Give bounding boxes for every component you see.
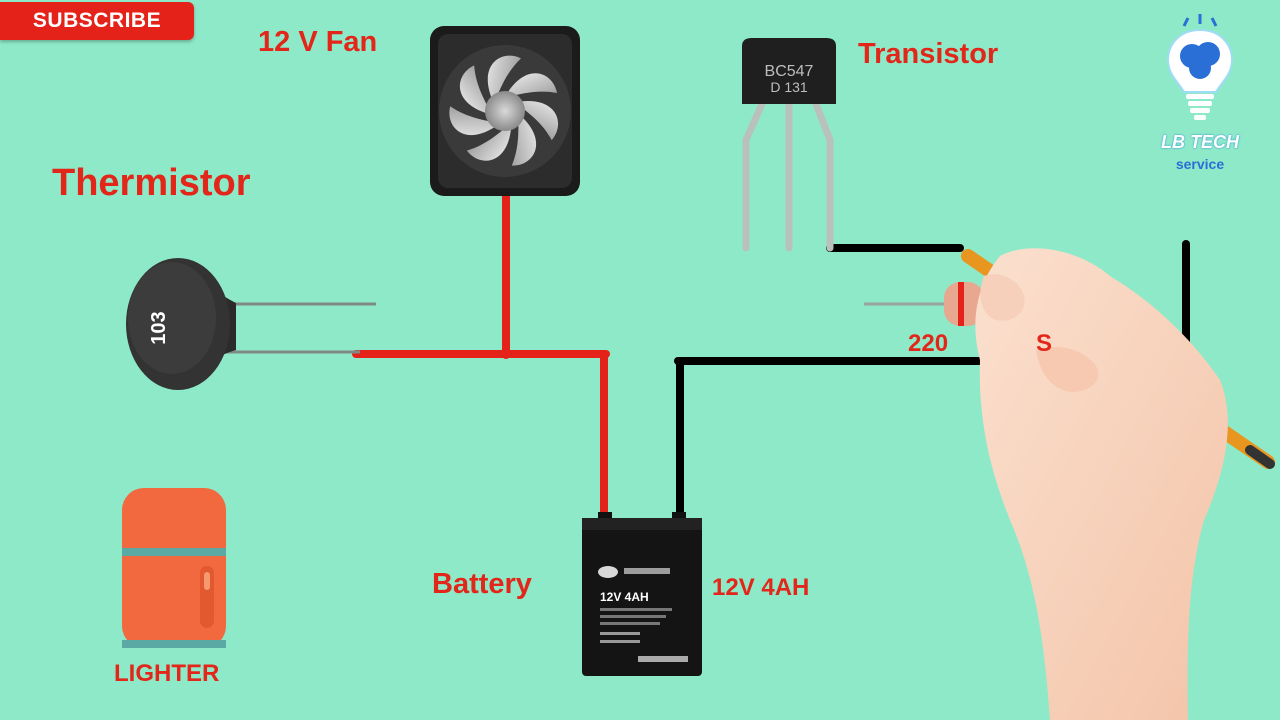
transistor-marking-1: BC547 [765, 63, 814, 80]
battery-label: Battery [432, 568, 532, 600]
resistor-label-tail: S [1036, 330, 1053, 357]
fan-component [430, 26, 580, 196]
logo-subtitle: service [1175, 156, 1225, 172]
lighter-component [122, 488, 226, 648]
transistor-marking-2: D 131 [770, 79, 808, 95]
transistor-label: Transistor [858, 38, 999, 70]
battery-face-rating: 12V 4AH [600, 590, 649, 604]
logo-title: LB TECH [1161, 132, 1239, 152]
resistor-label: 220 [908, 330, 949, 357]
fan-label: 12 V Fan [258, 26, 378, 58]
positive-wires [352, 186, 610, 524]
resistor-component [864, 282, 984, 326]
negative-wires [674, 240, 1190, 524]
transistor-component: BC547 D 131 [742, 38, 836, 252]
thermistor-code: 103 [148, 311, 170, 344]
lighter-label: LIGHTER [114, 660, 220, 687]
thermistor-label: Thermistor [52, 162, 251, 204]
drawing-hand-image [961, 248, 1275, 720]
battery-rating-label: 12V 4AH [712, 574, 810, 601]
subscribe-button[interactable]: SUBSCRIBE [0, 2, 194, 40]
battery-component: 12V 4AH [582, 512, 702, 676]
thermistor-component: 103 [126, 258, 376, 390]
brain-bulb-logo-icon [1166, 14, 1234, 120]
